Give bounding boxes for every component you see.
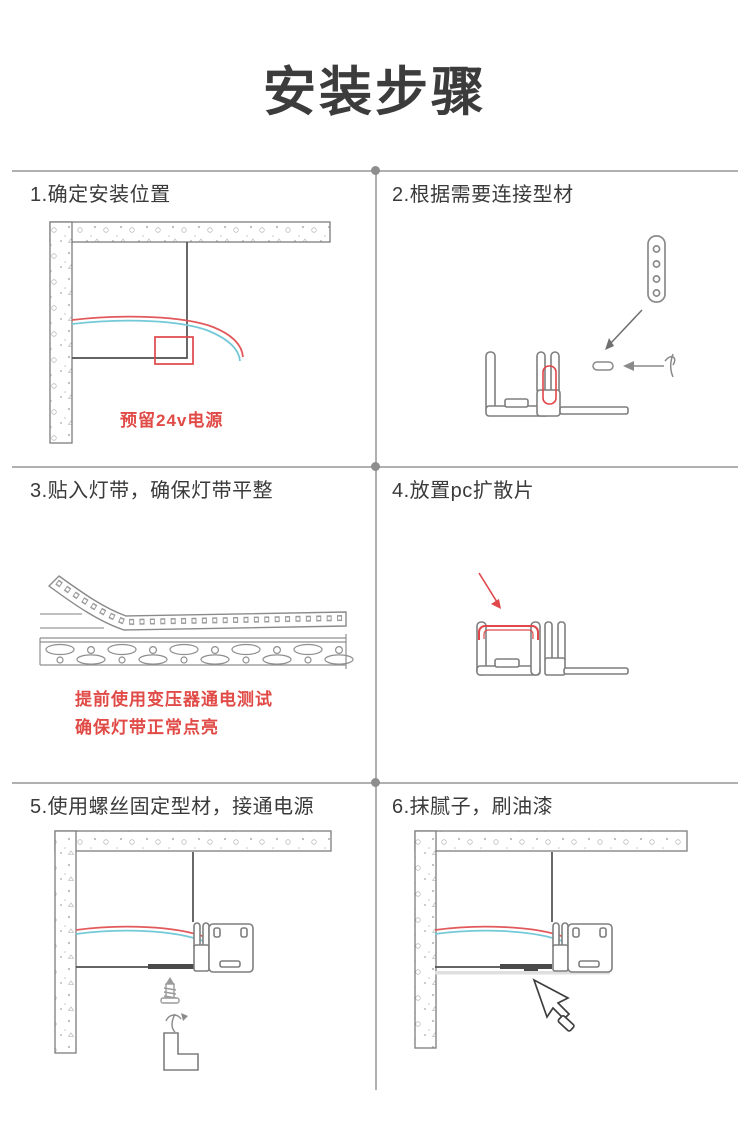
profile-flange	[148, 964, 195, 969]
profile-position-marker	[154, 336, 194, 365]
led-strip	[47, 575, 347, 631]
grid-dot-3	[371, 778, 380, 787]
putty-layer	[435, 971, 610, 975]
pc-diffuser	[478, 625, 539, 640]
step-6-cell: 6.抹腻子，刷油漆	[376, 782, 738, 1112]
step-3-cell: 3.贴入灯带，确保灯带平整 提前使用变压器通电测试 确保灯带正常点亮	[12, 466, 376, 782]
step-1-label: 1.确定安装位置	[30, 184, 171, 206]
red-wire	[71, 315, 244, 358]
blue-wire	[71, 319, 241, 362]
step-3-label: 3.贴入灯带，确保灯带平整	[30, 480, 274, 502]
wall-section	[49, 221, 331, 444]
step-2-label: 2.根据需要连接型材	[392, 184, 574, 206]
step-2-illustration	[485, 235, 676, 417]
trowel-icon	[532, 978, 575, 1032]
grid-vline	[375, 170, 377, 1090]
push-direction-arrow-icon	[623, 353, 676, 378]
step-3-note-line2: 确保灯带正常点亮	[75, 718, 219, 737]
step-5-illustration	[54, 830, 332, 1071]
profile-strip-view	[39, 634, 354, 669]
step-1-illustration	[49, 221, 331, 444]
grid-dot-2	[371, 462, 380, 471]
page-title: 安装步骤	[263, 62, 487, 122]
step-3-note-line1: 提前使用变压器通电测试	[75, 690, 273, 709]
connector-pin	[592, 361, 614, 371]
profile-cross-section	[193, 922, 254, 973]
step-4-cell: 4.放置pc扩散片	[376, 466, 738, 782]
drywall-recess-box	[76, 852, 194, 968]
step-6-illustration	[414, 830, 688, 1049]
channel-edge-lines	[40, 613, 104, 629]
corner-connector	[163, 1032, 199, 1071]
wall-section	[54, 830, 332, 1054]
profile-cross-section	[552, 922, 613, 973]
screw-icon	[160, 977, 180, 1004]
wall-section	[414, 830, 688, 1049]
step-4-label: 4.放置pc扩散片	[392, 480, 535, 502]
step-5-label: 5.使用螺丝固定型材，接通电源	[30, 796, 315, 818]
step-4-illustration	[476, 572, 629, 676]
place-arrow-icon	[478, 572, 501, 609]
profile-cross-section	[485, 351, 629, 417]
profile-flange	[500, 964, 552, 969]
connector-plate	[647, 235, 666, 303]
rotate-arrow-icon	[165, 1013, 188, 1033]
drywall-recess-box	[435, 852, 553, 968]
insert-arrow-icon	[605, 309, 643, 350]
step-1-cell: 1.确定安装位置 预留24v电源	[12, 170, 376, 466]
step-6-label: 6.抹腻子，刷油漆	[392, 796, 554, 818]
drywall-recess-box	[72, 242, 188, 359]
step-2-cell: 2.根据需要连接型材	[376, 170, 738, 466]
step-1-note: 预留24v电源	[120, 411, 224, 430]
grid-dot-1	[371, 166, 380, 175]
step-5-cell: 5.使用螺丝固定型材，接通电源	[12, 782, 376, 1112]
step-3-illustration	[39, 575, 354, 669]
